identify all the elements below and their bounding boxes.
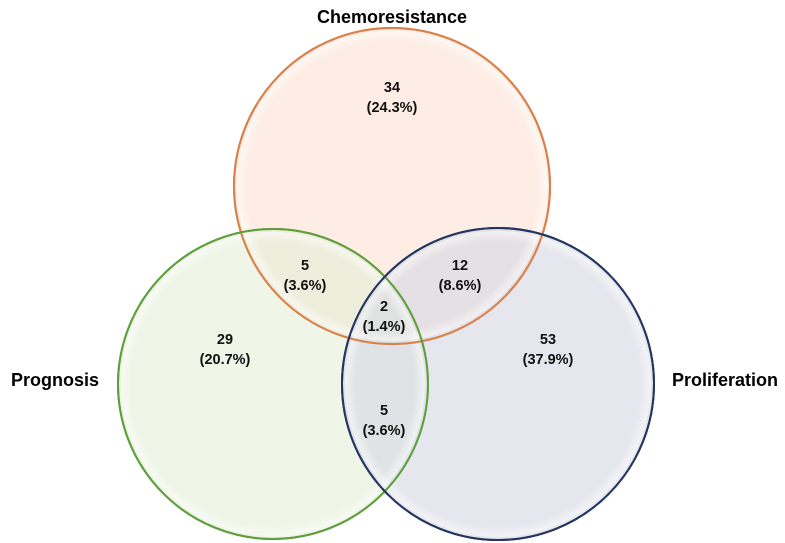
count-chemoresistance-prognosis: 5 — [301, 258, 309, 274]
count-chemoresistance-only: 34 — [384, 80, 400, 96]
count-proliferation-only: 53 — [540, 332, 556, 348]
count-all-three: 2 — [380, 299, 388, 315]
percent-chemoresistance-prognosis: (3.6%) — [284, 278, 327, 294]
gloss-proliferation — [345, 231, 651, 537]
outline-proliferation — [341, 227, 655, 541]
percent-all-three: (1.4%) — [363, 319, 406, 335]
percent-proliferation-only: (37.9%) — [523, 352, 574, 368]
percent-prognosis-proliferation: (3.6%) — [363, 423, 406, 439]
label-chemoresistance: Chemoresistance — [317, 7, 467, 27]
percent-prognosis-only: (20.7%) — [200, 352, 251, 368]
outline-prognosis — [117, 228, 429, 540]
percent-chemoresistance-proliferation: (8.6%) — [439, 278, 482, 294]
count-prognosis-proliferation: 5 — [380, 403, 388, 419]
count-chemoresistance-proliferation: 12 — [452, 258, 468, 274]
label-prognosis: Prognosis — [11, 370, 99, 390]
label-proliferation: Proliferation — [672, 370, 778, 390]
percent-chemoresistance-only: (24.3%) — [367, 100, 418, 116]
count-prognosis-only: 29 — [217, 332, 233, 348]
outline-chemoresistance — [233, 27, 551, 345]
gloss-prognosis — [121, 232, 425, 536]
